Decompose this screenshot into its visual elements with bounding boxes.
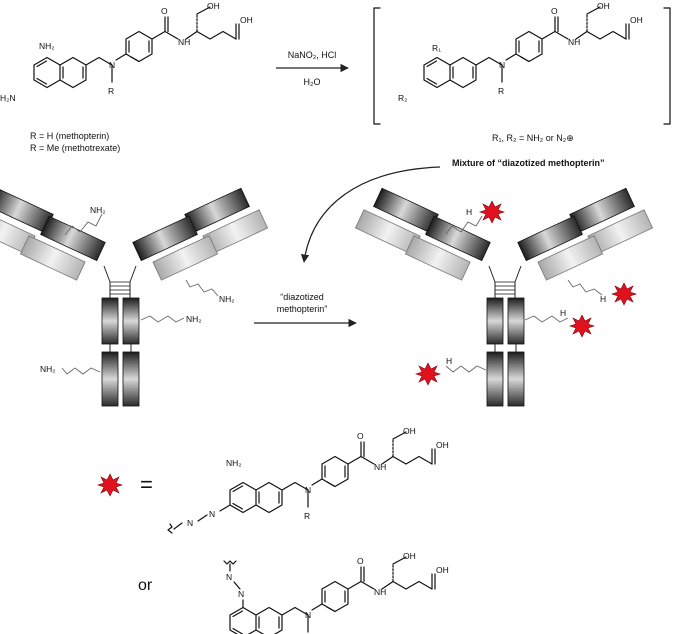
atom-nh2-label-2: NH₂ xyxy=(226,458,242,468)
lysine-chains-unmodified: NH₂ NH₂ NH₂ NH₂ xyxy=(40,205,235,375)
atom-oh-label-2: OH xyxy=(240,15,253,25)
conjugation-reagent-line-1: “diazotized xyxy=(280,292,324,302)
legend-structure-a: NH₂ R N NH O OH OH N N xyxy=(167,426,449,534)
conjugated-nh-label: H xyxy=(466,207,472,217)
atom-o-label-2: O xyxy=(551,6,558,16)
atom-n-label-4: N xyxy=(305,610,311,620)
azo-n-label-2: N xyxy=(187,518,193,528)
azo-n-label-4: N xyxy=(226,572,232,582)
solvent-label: H₂O xyxy=(304,77,321,87)
intermediate-brackets xyxy=(373,7,671,125)
lysine-amine-label-3: NH₂ xyxy=(186,314,202,324)
atom-oh-label-5: OH xyxy=(403,426,416,436)
substituent-definition: R₁, R₂ = NH₂ or N₂⊕ xyxy=(492,133,574,143)
atom-oh-label-7: OH xyxy=(403,551,416,561)
reagent-label: NaNO₂, HCl xyxy=(288,50,337,60)
conjugated-nh-label-2: H xyxy=(600,294,606,304)
conjugated-nh-label-4: H xyxy=(446,356,452,366)
atom-r-label-2: R xyxy=(498,86,504,96)
drug-payload-icon xyxy=(415,362,441,386)
atom-o-label: O xyxy=(161,6,168,16)
atom-nh-label: NH xyxy=(178,37,190,47)
atom-oh-label-8: OH xyxy=(436,565,449,575)
azo-n-label-3: N xyxy=(238,589,244,599)
conjugated-nh-label-3: H xyxy=(560,308,566,318)
atom-o-label-4: O xyxy=(357,556,364,566)
atom-nh-label-3: NH xyxy=(374,462,386,472)
conjugation-reagent-line-2: methopterin” xyxy=(277,304,328,314)
atom-n-label-3: N xyxy=(305,485,311,495)
atom-oh-label-6: OH xyxy=(436,440,449,450)
reaction-arrow: NaNO₂, HCl H₂O xyxy=(276,50,349,87)
curved-arrow xyxy=(300,166,441,263)
atom-nh-label-4: NH xyxy=(374,587,386,597)
legend-star-icon xyxy=(97,473,123,497)
atom-nh2-label: NH₂ xyxy=(39,41,55,51)
substrate-legend: R = H (methopterin) R = Me (methotrexate… xyxy=(30,131,120,153)
drug-payload-icon xyxy=(479,200,505,224)
lysine-chains-conjugated: H H H H xyxy=(445,207,606,373)
legend-structure-b: H₂N R N NH O OH OH N N xyxy=(223,551,449,634)
atom-oh-label-4: OH xyxy=(630,15,643,25)
intermediate-molecule: R₁ R₂ R N NH O OH OH xyxy=(398,1,643,103)
antibody-conjugated xyxy=(354,187,654,407)
lysine-amine-label-2: NH₂ xyxy=(219,294,235,304)
atom-n-label: N xyxy=(109,60,115,70)
atom-o-label-3: O xyxy=(357,431,364,441)
atom-n-label-2: N xyxy=(499,60,505,70)
atom-oh-label-3: OH xyxy=(597,1,610,11)
substrate-legend-line-1: R = H (methopterin) xyxy=(30,131,109,141)
legend-or-label: or xyxy=(138,577,153,594)
substrate-legend-line-2: R = Me (methotrexate) xyxy=(30,143,120,153)
substrate-molecule: NH₂ H₂N R N NH O OH OH xyxy=(0,1,253,103)
lysine-amine-label: NH₂ xyxy=(90,205,106,215)
atom-r-label-3: R xyxy=(304,511,310,521)
atom-nh-label-2: NH xyxy=(568,37,580,47)
drug-payload-icon xyxy=(569,314,595,338)
lysine-amine-label-4: NH₂ xyxy=(40,364,56,374)
atom-r1-label: R₁ xyxy=(432,43,441,53)
atom-oh-label: OH xyxy=(207,1,220,11)
conjugation-arrow: “diazotized methopterin” xyxy=(254,292,357,328)
mixture-label: Mixture of “diazotized methopterin” xyxy=(452,158,605,168)
atom-h2n-label: H₂N xyxy=(0,93,16,103)
legend-equals-sign: = xyxy=(140,472,153,497)
drug-payload-icon xyxy=(611,282,637,306)
atom-r2-label: R₂ xyxy=(398,93,407,103)
atom-r-label: R xyxy=(108,86,114,96)
azo-n-label: N xyxy=(209,509,215,519)
